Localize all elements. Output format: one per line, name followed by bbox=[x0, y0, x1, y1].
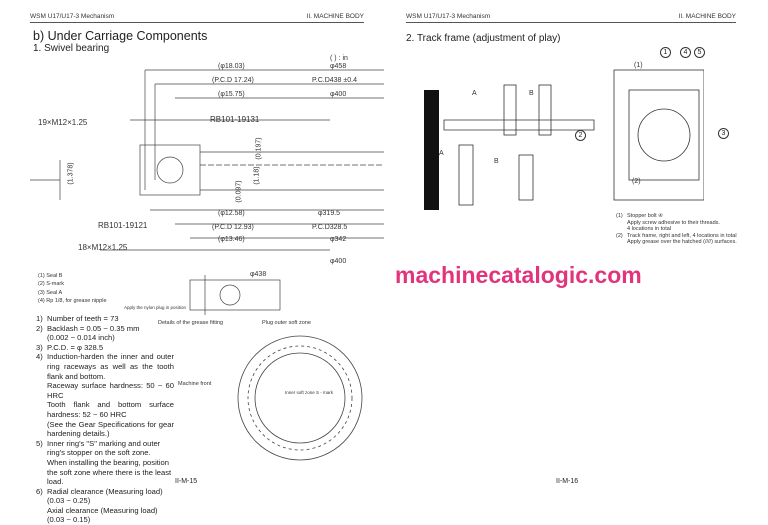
track-notes: (1)Stopper bolt ④ Apply screw adhesive t… bbox=[616, 213, 737, 246]
note: 6)Radial clearance (Measuring load) (0.0… bbox=[36, 486, 163, 525]
watermark: machinecatalogic.com bbox=[395, 262, 642, 288]
note: 3)P.C.D. = φ 328.5 bbox=[36, 342, 104, 352]
dim: RB101-19121 bbox=[98, 221, 148, 230]
header-rule bbox=[30, 22, 364, 23]
label: A bbox=[439, 150, 444, 157]
note: 5)Inner ring's "S" marking and outer rin… bbox=[36, 438, 172, 487]
grease-detail-caption: Details of the grease fitting bbox=[158, 320, 224, 326]
header-rule bbox=[406, 22, 736, 23]
dim: (φ15.75) bbox=[218, 91, 245, 98]
label: A bbox=[472, 90, 477, 97]
inner-soft-label: Inner soft zone S - mark bbox=[285, 390, 334, 395]
dim: 19×M12×1.25 bbox=[38, 118, 88, 127]
legend: (1) Seal B (2) S-mark (3) Seal A (4) Rp … bbox=[38, 272, 107, 305]
unit-note: ( ) : in bbox=[330, 55, 348, 62]
dim: φ400 bbox=[330, 258, 347, 265]
dim: φ319.5 bbox=[318, 210, 341, 217]
dim: (0.197) bbox=[255, 137, 263, 160]
legend-item: (4) Rp 1/8, for grease nipple bbox=[38, 297, 107, 304]
subsection-title: 2. Track frame (adjustment of play) bbox=[406, 33, 561, 44]
page-number: II-M-15 bbox=[175, 478, 198, 485]
dim: (P.C.D 17.24) bbox=[212, 77, 254, 84]
note: (2)Track frame, right and left, 4 locati… bbox=[616, 232, 737, 246]
subsection-title: 1. Swivel bearing bbox=[33, 43, 110, 54]
machine-front-label: Machine front bbox=[178, 381, 212, 387]
legend-item: (2) S-mark bbox=[38, 281, 64, 288]
dim: P.C.D328.5 bbox=[312, 224, 348, 231]
callout: 4 bbox=[680, 47, 691, 58]
header-left: WSM U17/U17-3 Mechanism bbox=[406, 13, 491, 20]
callout: 2 bbox=[575, 130, 586, 141]
note: 2)Backlash = 0.05 ~ 0.35 mm (0.002 ~ 0.0… bbox=[36, 323, 140, 343]
note: (1)Stopper bolt ④ Apply screw adhesive t… bbox=[616, 213, 720, 232]
legend-item: (1) Seal B bbox=[38, 273, 63, 279]
label: B bbox=[494, 158, 499, 165]
header-right: II. MACHINE BODY bbox=[306, 13, 364, 20]
dim: P.C.D438 ±0.4 bbox=[312, 77, 357, 84]
dim: (1.18) bbox=[253, 166, 261, 185]
nylon-note: Apply the nylon plug in position bbox=[124, 305, 187, 310]
bearing-section-drawing bbox=[30, 69, 384, 251]
left-page: WSM U17/U17-3 Mechanism II. MACHINE BODY… bbox=[0, 0, 384, 524]
callout: 1 bbox=[660, 47, 671, 58]
right-page: WSM U17/U17-3 Mechanism II. MACHINE BODY… bbox=[384, 0, 768, 497]
grease-fitting-drawing bbox=[189, 275, 281, 315]
section-title: b) Under Carriage Components bbox=[33, 29, 208, 43]
dim: φ400 bbox=[330, 91, 347, 98]
callout: 5 bbox=[694, 47, 705, 58]
note: 1)Number of teeth = 73 bbox=[36, 314, 119, 323]
dim: (1.378) bbox=[67, 162, 75, 185]
label: B bbox=[529, 90, 534, 97]
plug-outer-label: Plug outer soft zone bbox=[262, 320, 311, 326]
dim: (φ18.03) bbox=[218, 63, 245, 70]
dim: (0.097) bbox=[235, 180, 243, 203]
dim: (P.C.D 12.93) bbox=[212, 224, 254, 231]
track-frame-drawing bbox=[424, 69, 704, 210]
callout: 3 bbox=[718, 128, 729, 139]
dim: RB101-19131 bbox=[210, 115, 260, 124]
bearing-plan-drawing bbox=[237, 335, 363, 461]
note: 4)Induction-harden the inner and outer r… bbox=[36, 352, 174, 439]
dim: φ458 bbox=[330, 63, 347, 70]
dim: (φ13.46) bbox=[218, 236, 245, 243]
header-left: WSM U17/U17-3 Mechanism bbox=[30, 13, 115, 20]
spec-notes: 1)Number of teeth = 73 2)Backlash = 0.05… bbox=[36, 314, 174, 525]
page-number: II-M-16 bbox=[556, 478, 579, 485]
label: (2) bbox=[632, 178, 641, 185]
dim: φ342 bbox=[330, 236, 347, 243]
dim: φ438 bbox=[250, 271, 267, 278]
dim: (φ12.58) bbox=[218, 210, 245, 217]
legend-item: (3) Seal A bbox=[38, 289, 63, 296]
label: (1) bbox=[634, 62, 643, 69]
header-right: II. MACHINE BODY bbox=[678, 13, 736, 20]
dim: 18×M12×1.25 bbox=[78, 243, 128, 252]
